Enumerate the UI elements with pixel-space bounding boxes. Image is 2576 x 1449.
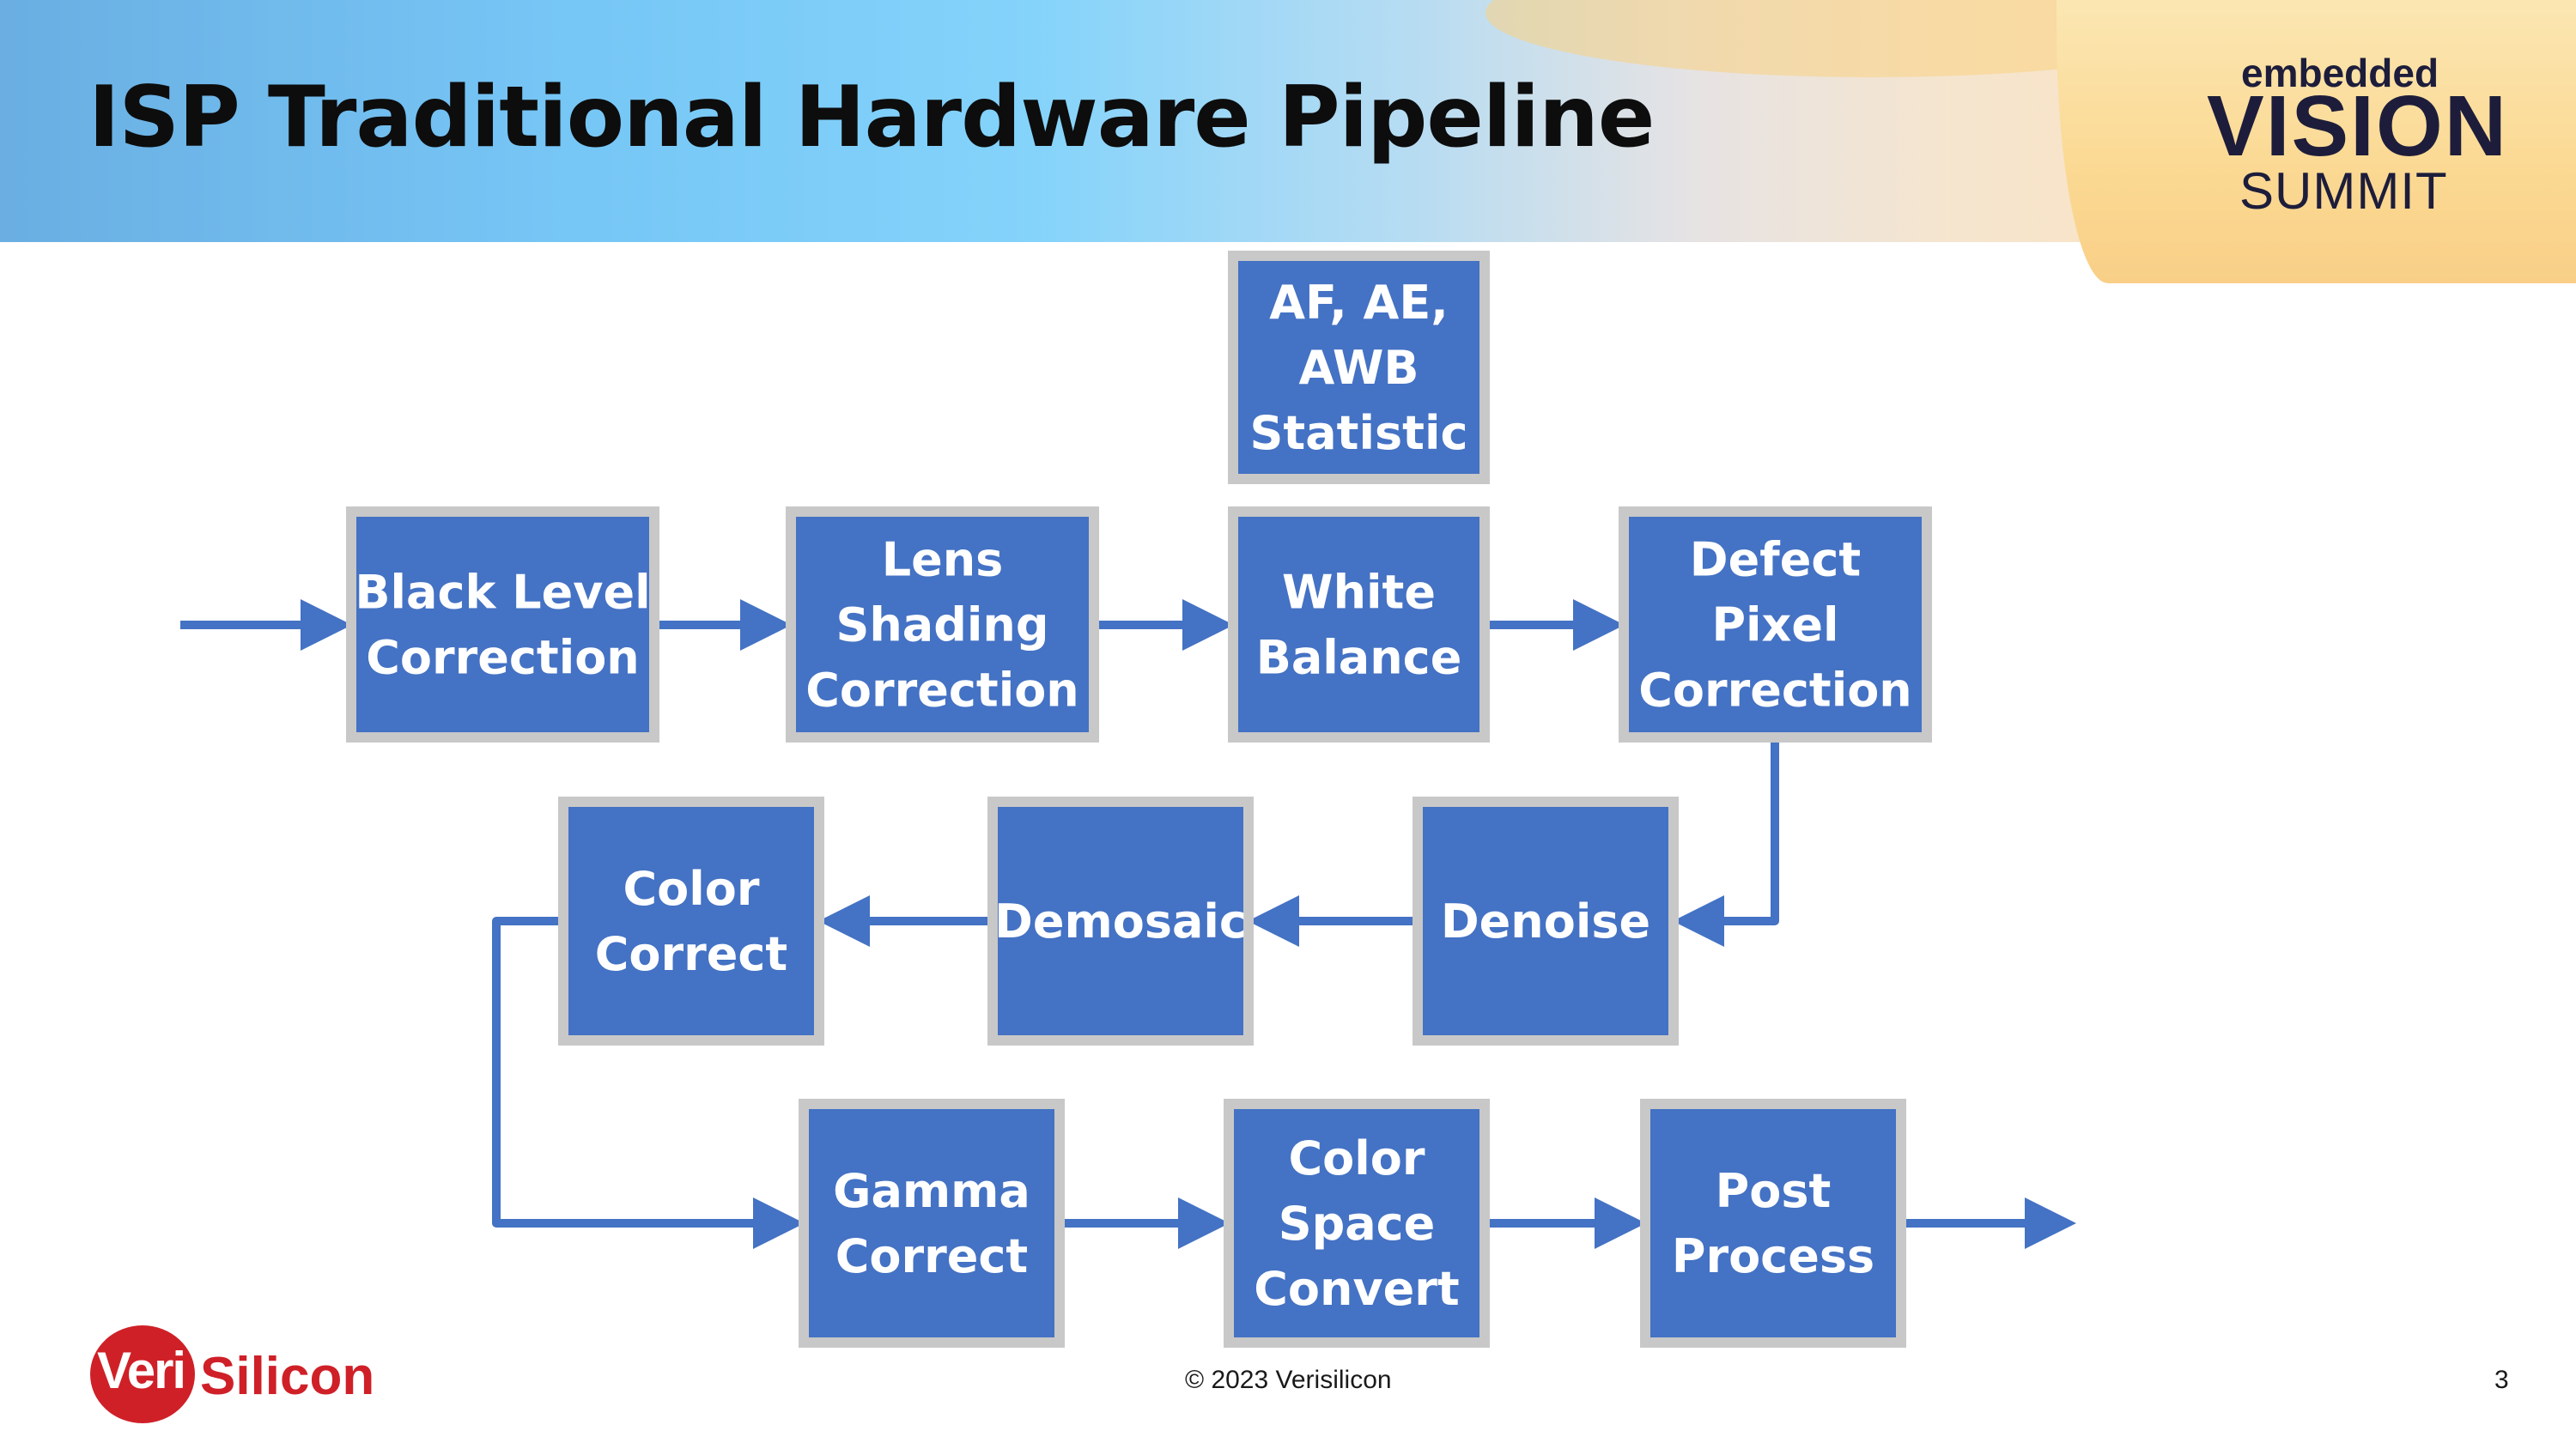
node-fill: [1629, 517, 1922, 732]
node-label-line: Gamma: [833, 1164, 1030, 1218]
node-demosaic: Demosaic: [987, 797, 1254, 1046]
node-label-line: Space: [1279, 1197, 1436, 1251]
logo-line-embedded: embedded: [2241, 51, 2439, 95]
node-label-line: Demosaic: [994, 894, 1247, 949]
logo-line-summit: SUMMIT: [2239, 162, 2448, 220]
node-label-line: White: [1282, 566, 1436, 620]
node-fill: [1234, 1109, 1479, 1337]
node-fill: [356, 517, 649, 732]
node-stats: AF, AE, AWB Statistic: [1228, 251, 1490, 484]
node-fill: [809, 1109, 1054, 1337]
node-fill: [1423, 807, 1668, 1035]
logo-text-veri: Veri: [97, 1342, 186, 1399]
node-fill: [796, 517, 1089, 732]
node-label-line: Correction: [366, 631, 640, 685]
page-title: ISP Traditional Hardware Pipeline: [88, 69, 1655, 167]
node-fill: [998, 807, 1243, 1035]
node-label-line: Correction: [805, 664, 1079, 718]
node-label-line: Shading: [835, 598, 1048, 652]
node-fill: [568, 807, 814, 1035]
node-fill: [1238, 261, 1479, 474]
verisilicon-logo: Veri Silicon: [90, 1324, 382, 1431]
node-label-line: Denoise: [1441, 894, 1650, 949]
node-label-line: Correct: [835, 1229, 1028, 1283]
node-fill: [1650, 1109, 1896, 1337]
embedded-vision-summit-logo: embedded VISION SUMMIT: [2207, 43, 2506, 223]
node-label-line: Correct: [595, 927, 787, 981]
footer-copyright: © 2023 Verisilicon: [1185, 1366, 1392, 1394]
node-label-line: AF, AE,: [1269, 276, 1449, 330]
logo-line-vision: VISION: [2207, 78, 2508, 174]
node-label-line: Lens: [882, 533, 1004, 587]
slide-number: 3: [2494, 1366, 2509, 1394]
node-label-line: Process: [1672, 1229, 1874, 1283]
node-label-line: Pixel: [1711, 598, 1838, 652]
node-label-line: AWB: [1298, 341, 1419, 395]
logo-text-silicon: Silicon: [200, 1347, 375, 1406]
node-label-line: Color: [1289, 1131, 1425, 1185]
logo-circle: [90, 1325, 195, 1423]
node-label-line: Correction: [1638, 664, 1912, 718]
arrow-dpc-to-denoise: [1673, 743, 1779, 947]
node-label-line: Balance: [1256, 631, 1462, 685]
node-label-line: Statistic: [1250, 406, 1468, 460]
node-label-line: Color: [623, 862, 760, 916]
arrow-cc-to-gamma: [492, 917, 805, 1249]
node-label-line: Post: [1716, 1164, 1832, 1218]
node-fill: [1238, 517, 1479, 732]
node-label-line: Defect: [1690, 533, 1861, 587]
node-label-line: Black Level: [355, 566, 650, 620]
decorative-blob: [2057, 0, 2576, 283]
node-label-line: Convert: [1254, 1262, 1459, 1316]
node-denoise: Denoise: [1413, 797, 1679, 1046]
